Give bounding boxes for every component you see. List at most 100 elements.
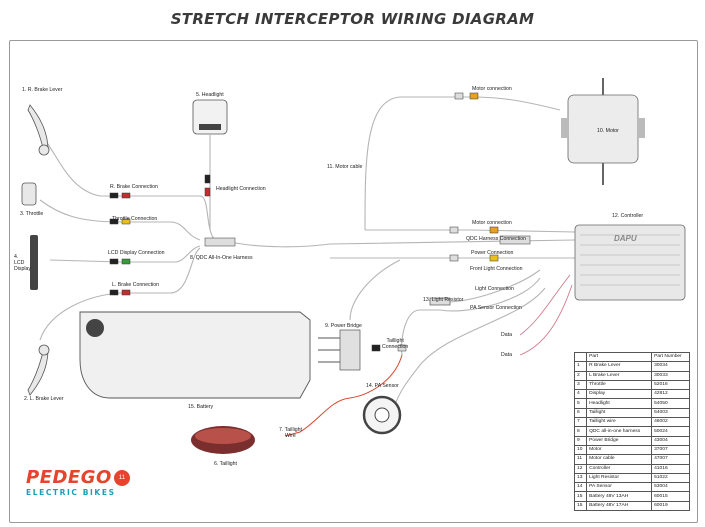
- row-part-number: 60015: [651, 491, 690, 502]
- label-lcd-display: 4. LCD Display: [14, 254, 32, 272]
- row-part-number: 42812: [651, 389, 690, 400]
- row-part: Throttle: [586, 379, 653, 391]
- motor-cable: [364, 96, 561, 231]
- header-part-number: Part Number: [651, 351, 690, 363]
- motor-cable-ctrl: [365, 229, 576, 233]
- label-headlight: 5. Headlight: [196, 92, 224, 98]
- light-resistor-icon: [429, 297, 451, 306]
- row-part: Controller: [586, 463, 653, 474]
- controller-brand: DAPU: [614, 234, 637, 243]
- label-pa-sensor-connection: PA Sensor Connection: [470, 305, 522, 311]
- label-power-connection: Power Connection: [471, 250, 514, 256]
- row-part: Motor cable: [586, 454, 653, 465]
- row-index: 14: [573, 482, 588, 493]
- parts-table-header: Part Part Number: [573, 351, 690, 363]
- row-part-number: 37007: [651, 444, 690, 456]
- row-part: Light Resistor: [586, 472, 653, 484]
- label-taillight-wire: 7. Taillight Wire: [279, 427, 302, 439]
- row-part-number: 54003: [651, 407, 690, 419]
- label-power-bridge: 9. Power Bridge: [325, 323, 362, 329]
- label-taillight: 6. Taillight: [214, 461, 237, 467]
- r-brake-cable: [44, 139, 216, 241]
- label-throttle-connection: Throttle Connection: [112, 216, 158, 222]
- battery-icon: [79, 311, 311, 399]
- lcd-cable: [49, 245, 201, 263]
- label-headlight-connection: Headlight Connection: [216, 186, 266, 192]
- label-throttle: 3. Throttle: [20, 211, 44, 217]
- row-part-number: 50024: [651, 426, 690, 437]
- row-part-number: 60019: [651, 500, 690, 512]
- power-bridge-icon: [318, 329, 361, 371]
- label-pa-sensor: 14. PA Sensor: [366, 383, 399, 389]
- headlight-icon: [192, 99, 228, 135]
- diagram-frame: [9, 40, 698, 523]
- label-motor-connection-top: Motor connection: [472, 86, 512, 92]
- l-brake-lever-icon: [27, 344, 50, 396]
- row-index: 2: [573, 370, 588, 381]
- l-brake-cable: [39, 247, 201, 341]
- label-motor-connection-ctrl: Motor connection: [472, 220, 512, 226]
- header-index: [573, 351, 588, 363]
- row-part: Motor: [586, 444, 653, 456]
- row-part: Battery 48V 13AH: [586, 491, 653, 502]
- label-motor: 10. Motor: [597, 128, 619, 134]
- light-cable: [449, 269, 541, 303]
- header-part: Part: [586, 351, 653, 363]
- label-taillight-connection: Taillight Connection: [382, 338, 409, 350]
- row-part-number: 52016: [651, 379, 690, 391]
- label-light-connection: Light Connection: [475, 286, 514, 292]
- data-cables: [519, 274, 573, 356]
- row-part: QDC all-in-one harness: [586, 426, 653, 437]
- throttle-icon: [21, 182, 37, 206]
- diagram-title: STRETCH INTERCEPTOR WIRING DIAGRAM: [170, 10, 535, 28]
- controller-icon: [574, 224, 686, 301]
- pedego-logo: PEDEGO ELECTRIC BIKES 11: [26, 468, 136, 500]
- row-index: 4: [573, 389, 588, 400]
- label-qdc-harness: 8. QDC All-In-One Harness: [190, 255, 253, 261]
- lcd-display-icon: [30, 235, 38, 290]
- row-part: R Brake Lever: [586, 361, 653, 372]
- row-index: 6: [573, 407, 588, 419]
- label-front-light-connection: Front Light Connection: [470, 266, 523, 272]
- row-index: 5: [573, 398, 588, 409]
- label-light-resistor: 13. Light Resistor: [423, 297, 464, 303]
- qdc-trunk: [229, 239, 576, 248]
- row-part: Power Bridge: [586, 435, 653, 446]
- label-data-2: Data: [501, 352, 512, 358]
- row-part-number: 30034: [651, 361, 690, 372]
- label-controller: 12. Controller: [612, 213, 644, 219]
- logo-mark: 11: [114, 470, 130, 486]
- row-part-number: 51022: [651, 472, 690, 484]
- connectors: [109, 92, 531, 352]
- logo-brand: PEDEGO: [26, 467, 112, 488]
- pa-sensor-icon: [362, 395, 402, 435]
- row-part: Display: [586, 389, 653, 400]
- label-r-brake-connection: R. Brake Connection: [110, 184, 158, 190]
- row-part-number: 46002: [651, 417, 690, 428]
- row-part-number: 43004: [651, 435, 690, 446]
- row-part-number: 53004: [651, 482, 690, 493]
- logo-subtitle: ELECTRIC BIKES: [26, 488, 116, 497]
- row-index: 12: [573, 463, 588, 474]
- row-index: 10: [573, 444, 588, 456]
- row-part: PA Sensor: [586, 482, 653, 493]
- row-index: 7: [573, 417, 588, 428]
- taillight-icon: [191, 426, 255, 454]
- label-qdc-harness-connection: QDC Harness Connection: [466, 236, 526, 242]
- label-r-brake-lever: 1. R. Brake Lever: [22, 87, 63, 93]
- row-index: 11: [573, 454, 588, 465]
